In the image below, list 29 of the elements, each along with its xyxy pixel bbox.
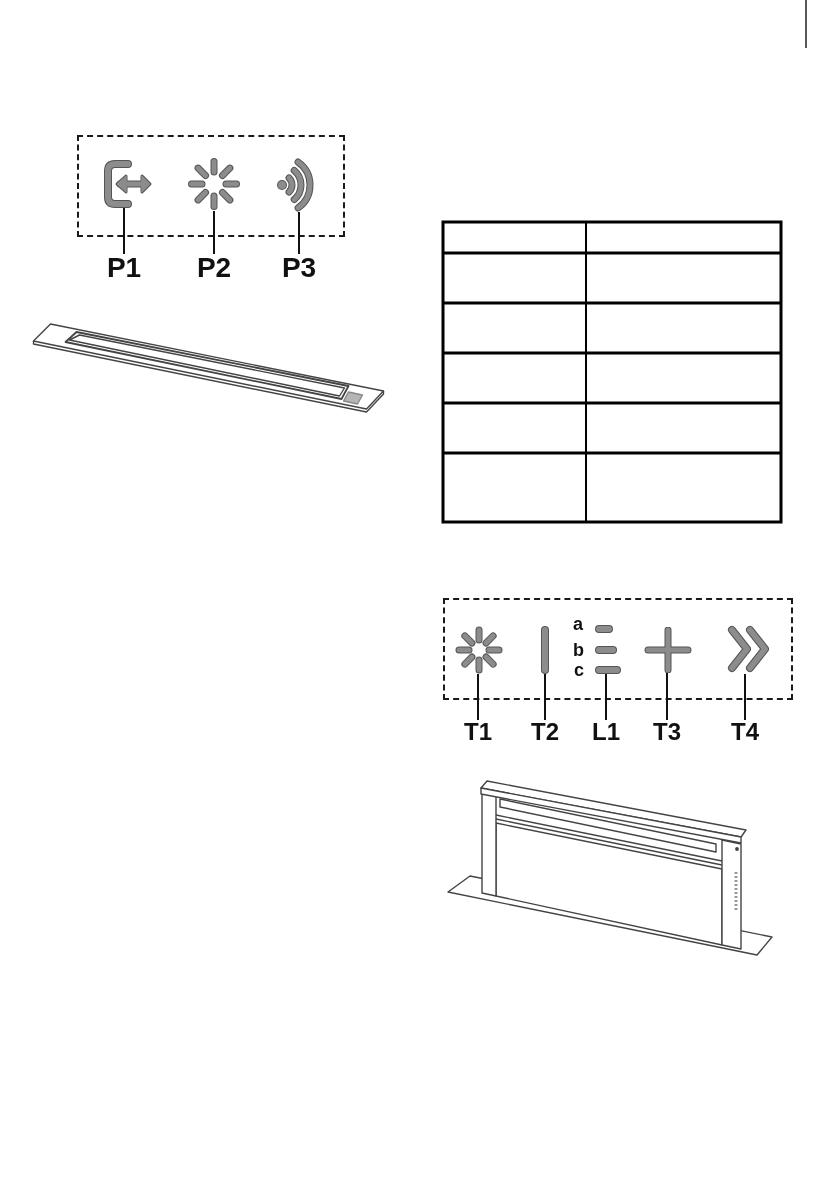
leader-line xyxy=(666,672,668,721)
part-label: T1 xyxy=(464,720,492,744)
vertical-bar-icon xyxy=(539,626,551,674)
dashed-frame xyxy=(77,135,345,237)
wireless-signal-icon xyxy=(275,158,315,212)
leader-line xyxy=(744,673,746,721)
part-label: T4 xyxy=(731,720,759,744)
level-letter: a xyxy=(573,615,583,633)
level-letter: c xyxy=(574,661,584,679)
part-label: P3 xyxy=(281,254,317,282)
radial-dashes-icon xyxy=(455,626,503,674)
level-letter: b xyxy=(573,641,584,659)
leader-line xyxy=(544,673,546,721)
radial-dashes-icon xyxy=(187,157,241,211)
leader-line xyxy=(123,207,125,255)
leader-line xyxy=(605,673,607,721)
level-bars-icon xyxy=(595,624,621,674)
part-label: P1 xyxy=(106,254,142,282)
leader-line xyxy=(213,210,215,255)
plus-icon xyxy=(644,627,692,673)
leader-line xyxy=(298,211,300,255)
part-label: T2 xyxy=(531,720,559,744)
bracket-arrow-icon xyxy=(103,160,153,208)
dashed-frame xyxy=(443,598,793,700)
leader-line xyxy=(477,673,479,721)
part-label: L1 xyxy=(592,720,620,744)
double-chevron-icon xyxy=(726,624,770,674)
part-label: P2 xyxy=(196,254,232,282)
part-label: T3 xyxy=(653,720,681,744)
